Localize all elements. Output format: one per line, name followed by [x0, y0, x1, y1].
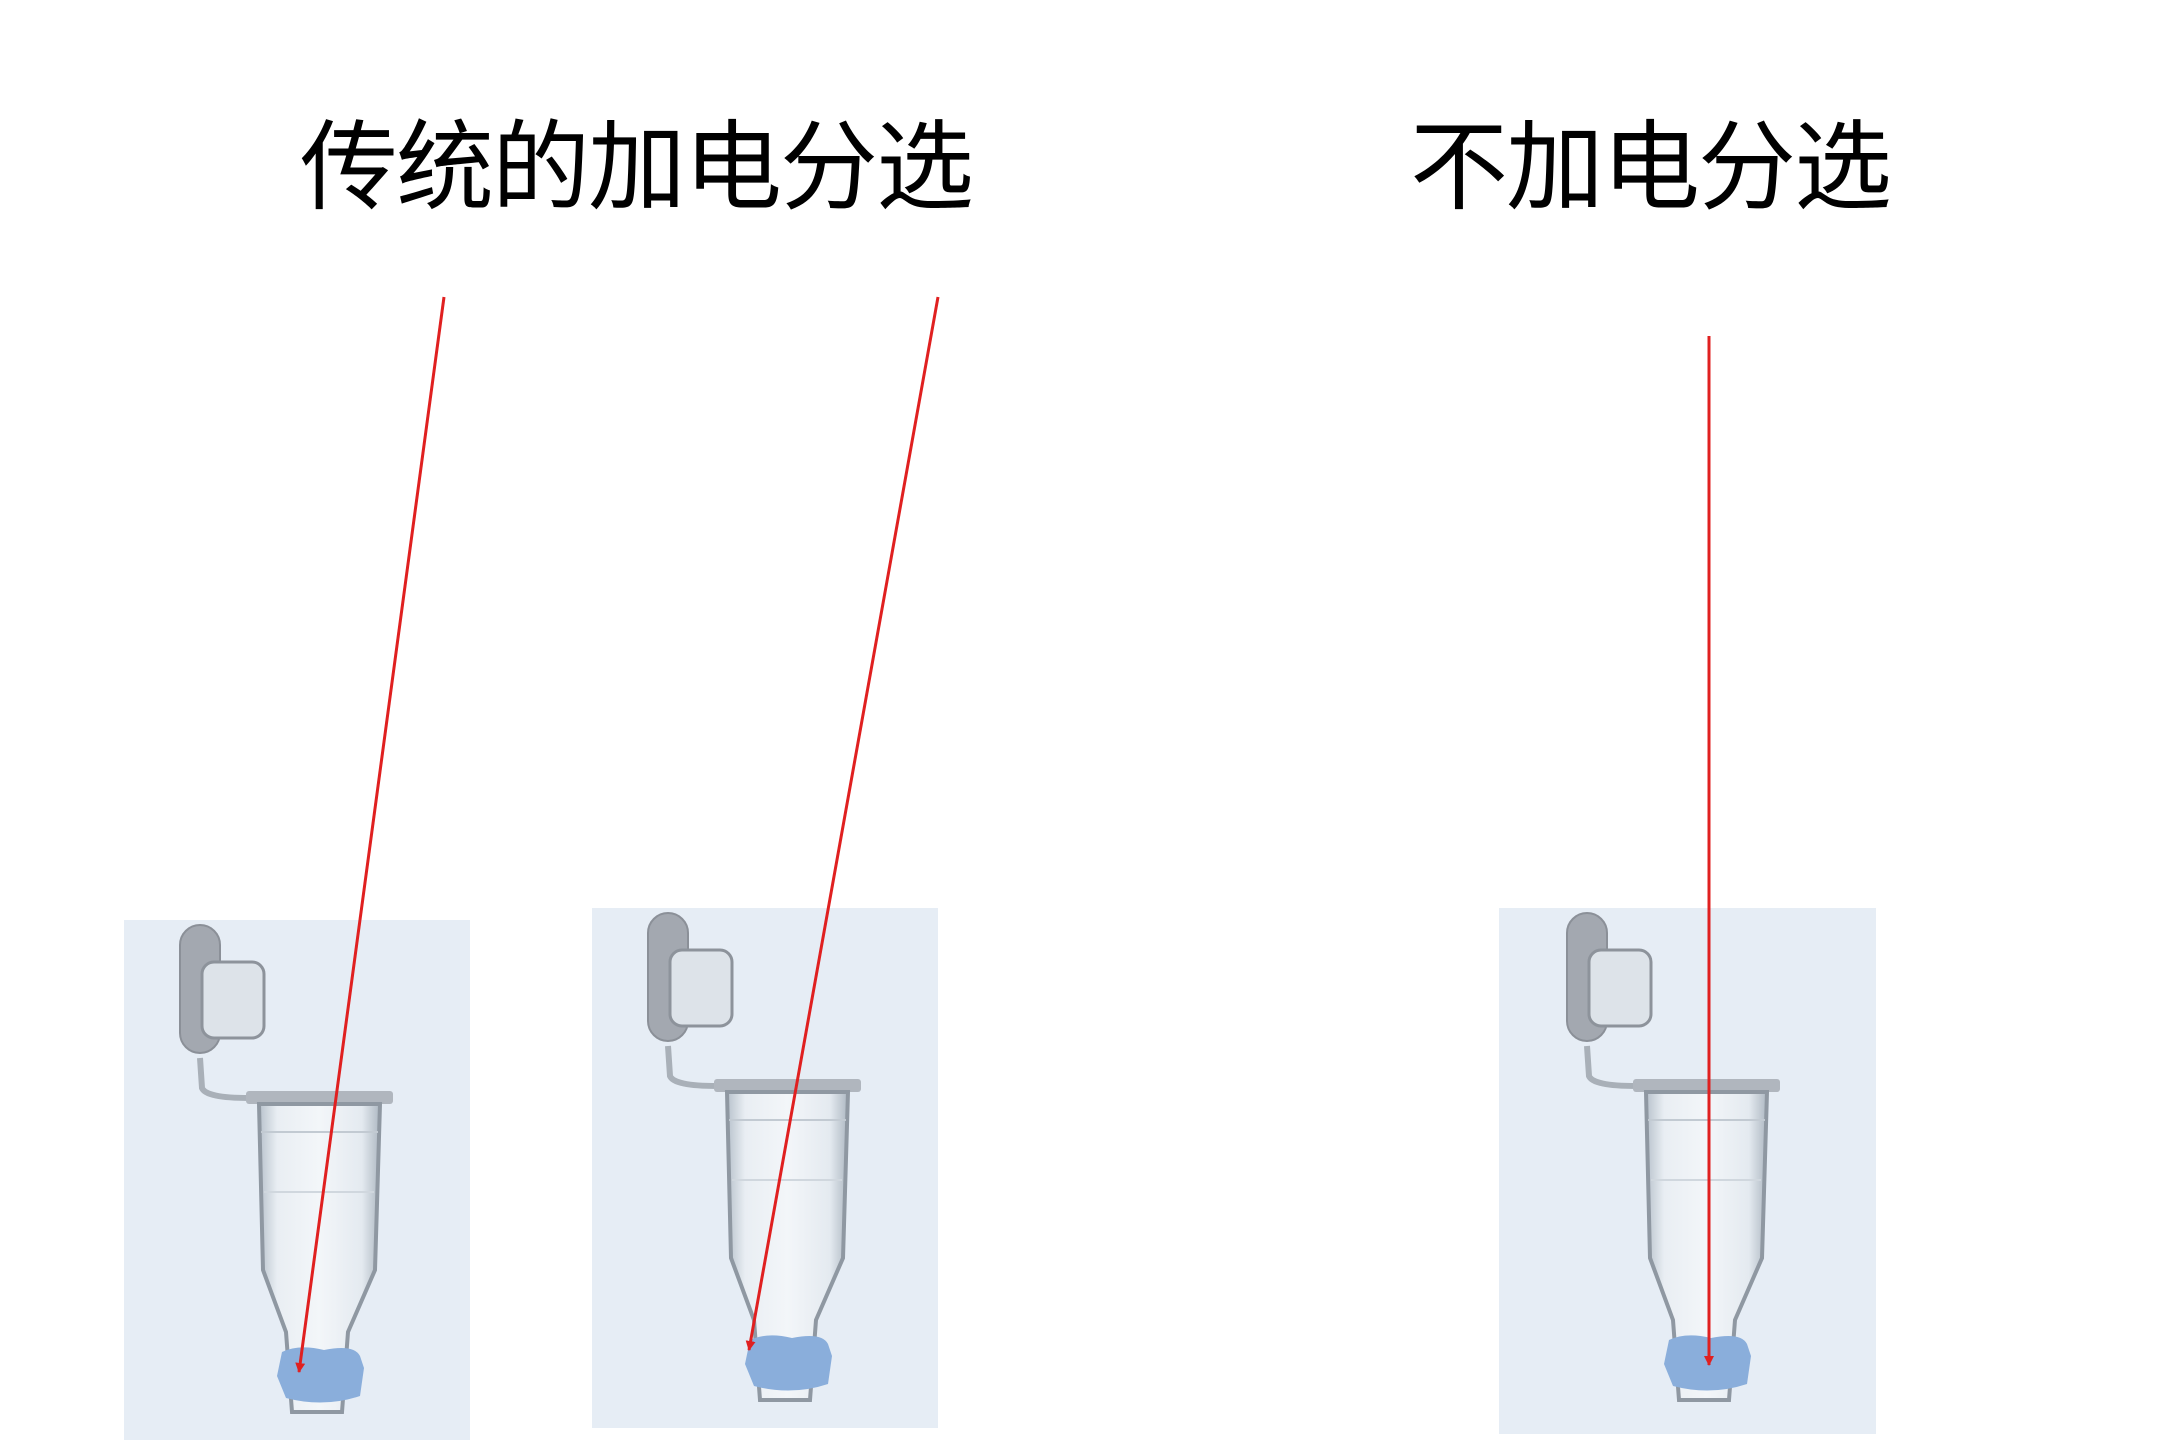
title-traditional-charged-sorting: 传统的加电分选 — [300, 111, 974, 225]
tube-panel-traditional-1 — [124, 920, 470, 1440]
tube-panel-uncharged — [1499, 908, 1876, 1434]
arrow-traditional-1 — [295, 296, 446, 1373]
microcentrifuge-tube-icon — [592, 908, 938, 1428]
title-uncharged-sorting: 不加电分选 — [1410, 111, 1892, 225]
microcentrifuge-tube-icon — [1511, 908, 1857, 1428]
microcentrifuge-tube-icon — [124, 920, 470, 1440]
tube-panel-traditional-2 — [592, 908, 938, 1428]
arrow-traditional-2 — [745, 296, 940, 1351]
